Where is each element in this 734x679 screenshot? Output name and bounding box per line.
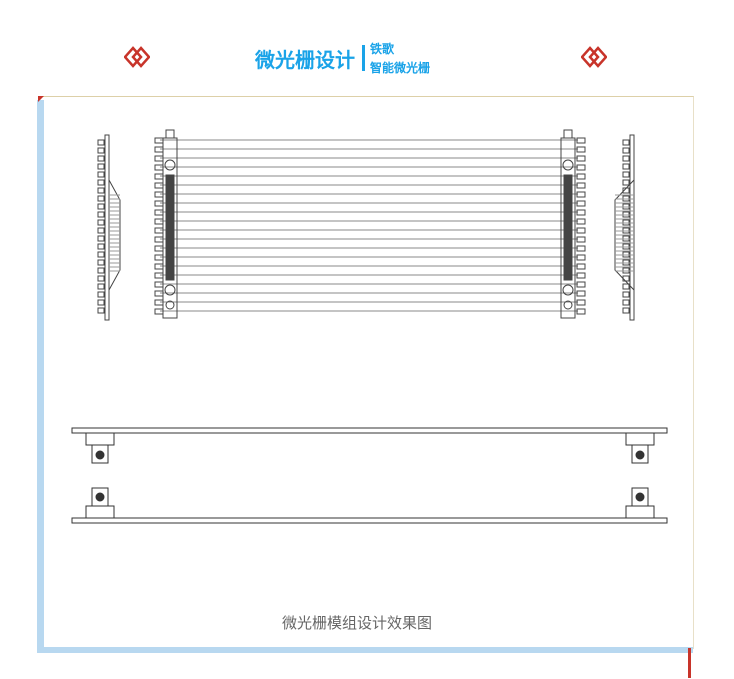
side-view-drawing [97, 134, 635, 321]
diamond-ornament-icon [124, 46, 150, 68]
section-title: 微光栅设计 [255, 48, 355, 72]
front-view-drawing [154, 129, 586, 319]
red-marker [688, 648, 691, 678]
brand-line-1: 铁歌 [370, 42, 395, 56]
brand-line-2: 智能微光栅 [370, 61, 431, 75]
card-left-bar [37, 100, 44, 653]
corner-accent [38, 96, 44, 102]
diamond-ornament-icon [581, 46, 607, 68]
brand-label: 铁歌智能微光栅 [370, 40, 430, 78]
design-card [38, 96, 694, 649]
title-divider [362, 45, 365, 71]
top-view-drawing [71, 427, 668, 524]
card-bottom-bar [37, 647, 693, 653]
image-caption: 微光栅模组设计效果图 [281, 614, 432, 632]
